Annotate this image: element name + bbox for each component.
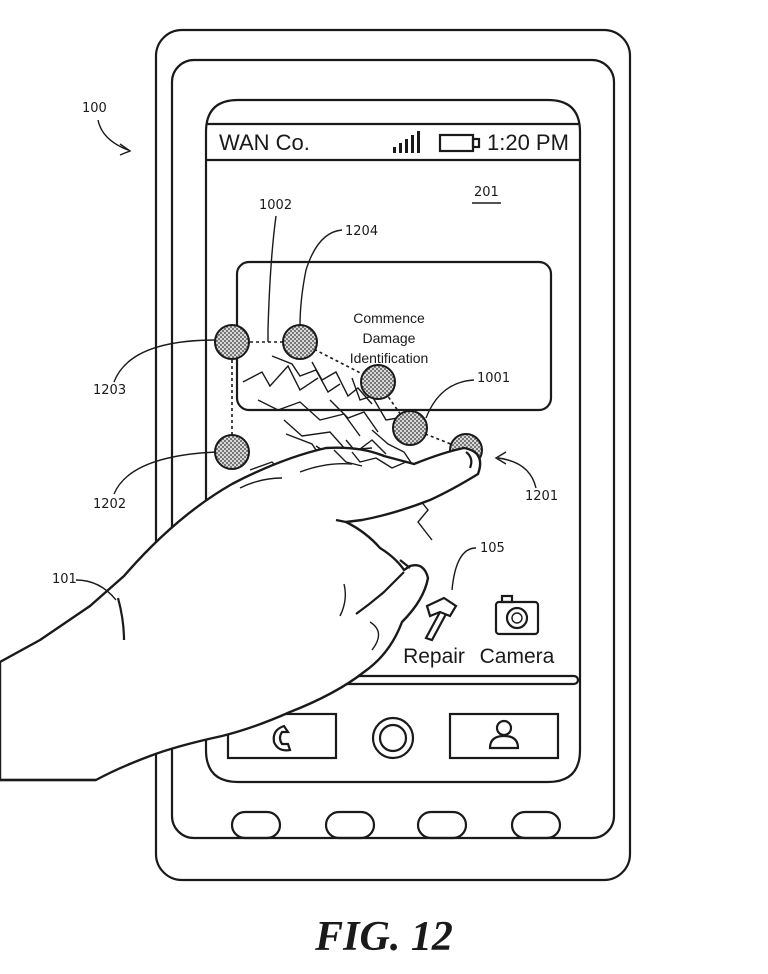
ref-1204: 1204 bbox=[345, 224, 378, 239]
dialog-line-2: Damage bbox=[363, 330, 416, 346]
battery-icon bbox=[438, 133, 481, 153]
ref-1201: 1201 bbox=[525, 489, 558, 504]
dialog-line-3: Identification bbox=[350, 350, 429, 366]
hardware-button-2[interactable] bbox=[324, 810, 376, 840]
contact-button[interactable] bbox=[448, 712, 560, 760]
ref-101: 101 bbox=[52, 572, 77, 587]
phone-inner-frame bbox=[170, 58, 616, 840]
touch-point-1204 bbox=[282, 324, 318, 360]
contact-icon bbox=[488, 719, 520, 750]
ref-1203: 1203 bbox=[93, 383, 126, 398]
carrier-name: WAN Co. bbox=[219, 130, 310, 155]
ref-1202: 1202 bbox=[93, 497, 126, 512]
hardware-button-1[interactable] bbox=[230, 810, 282, 840]
home-circle-icon bbox=[371, 716, 415, 760]
status-time: 1:20 PM bbox=[487, 130, 569, 155]
hand-illustration bbox=[0, 446, 482, 782]
damage-dialog[interactable]: Commence Damage Identification bbox=[235, 260, 553, 412]
app-label-repair: Repair bbox=[403, 645, 465, 668]
ref-100: 100 bbox=[82, 101, 107, 116]
app-repair[interactable]: Repair bbox=[403, 596, 465, 668]
app-camera[interactable]: Camera bbox=[480, 594, 555, 668]
phone-icon bbox=[272, 724, 292, 752]
phone-outer-frame bbox=[154, 28, 632, 882]
ref-201: 201 bbox=[474, 185, 499, 200]
touch-path bbox=[231, 341, 467, 452]
touch-point-1202 bbox=[214, 434, 250, 470]
ref-1001: 1001 bbox=[477, 371, 510, 386]
dialog-line-1: Commence bbox=[353, 310, 425, 326]
app-label-camera: Camera bbox=[480, 645, 555, 668]
screen-frame bbox=[204, 98, 582, 784]
ref-105: 105 bbox=[480, 541, 505, 556]
hardware-button-3[interactable] bbox=[416, 810, 468, 840]
phone-device bbox=[154, 28, 632, 882]
figure-caption: FIG. 12 bbox=[314, 914, 453, 960]
signal-bars-icon bbox=[393, 131, 420, 153]
status-bar: WAN Co. 1:20 PM bbox=[206, 122, 580, 162]
hammer-icon bbox=[424, 596, 458, 642]
home-button[interactable] bbox=[371, 716, 415, 760]
dock-bar bbox=[328, 674, 580, 686]
ref-1002: 1002 bbox=[259, 198, 292, 213]
hardware-button-4[interactable] bbox=[510, 810, 562, 840]
nav-bar bbox=[226, 712, 560, 760]
touch-points bbox=[214, 324, 483, 470]
touch-point-a bbox=[360, 364, 396, 400]
touch-point-b bbox=[392, 410, 428, 446]
reference-numerals: 100 201 1002 1204 1203 1001 1202 1201 10… bbox=[52, 101, 558, 601]
camera-icon bbox=[494, 594, 540, 636]
hardware-buttons bbox=[230, 810, 562, 840]
touch-point-1203 bbox=[214, 324, 250, 360]
